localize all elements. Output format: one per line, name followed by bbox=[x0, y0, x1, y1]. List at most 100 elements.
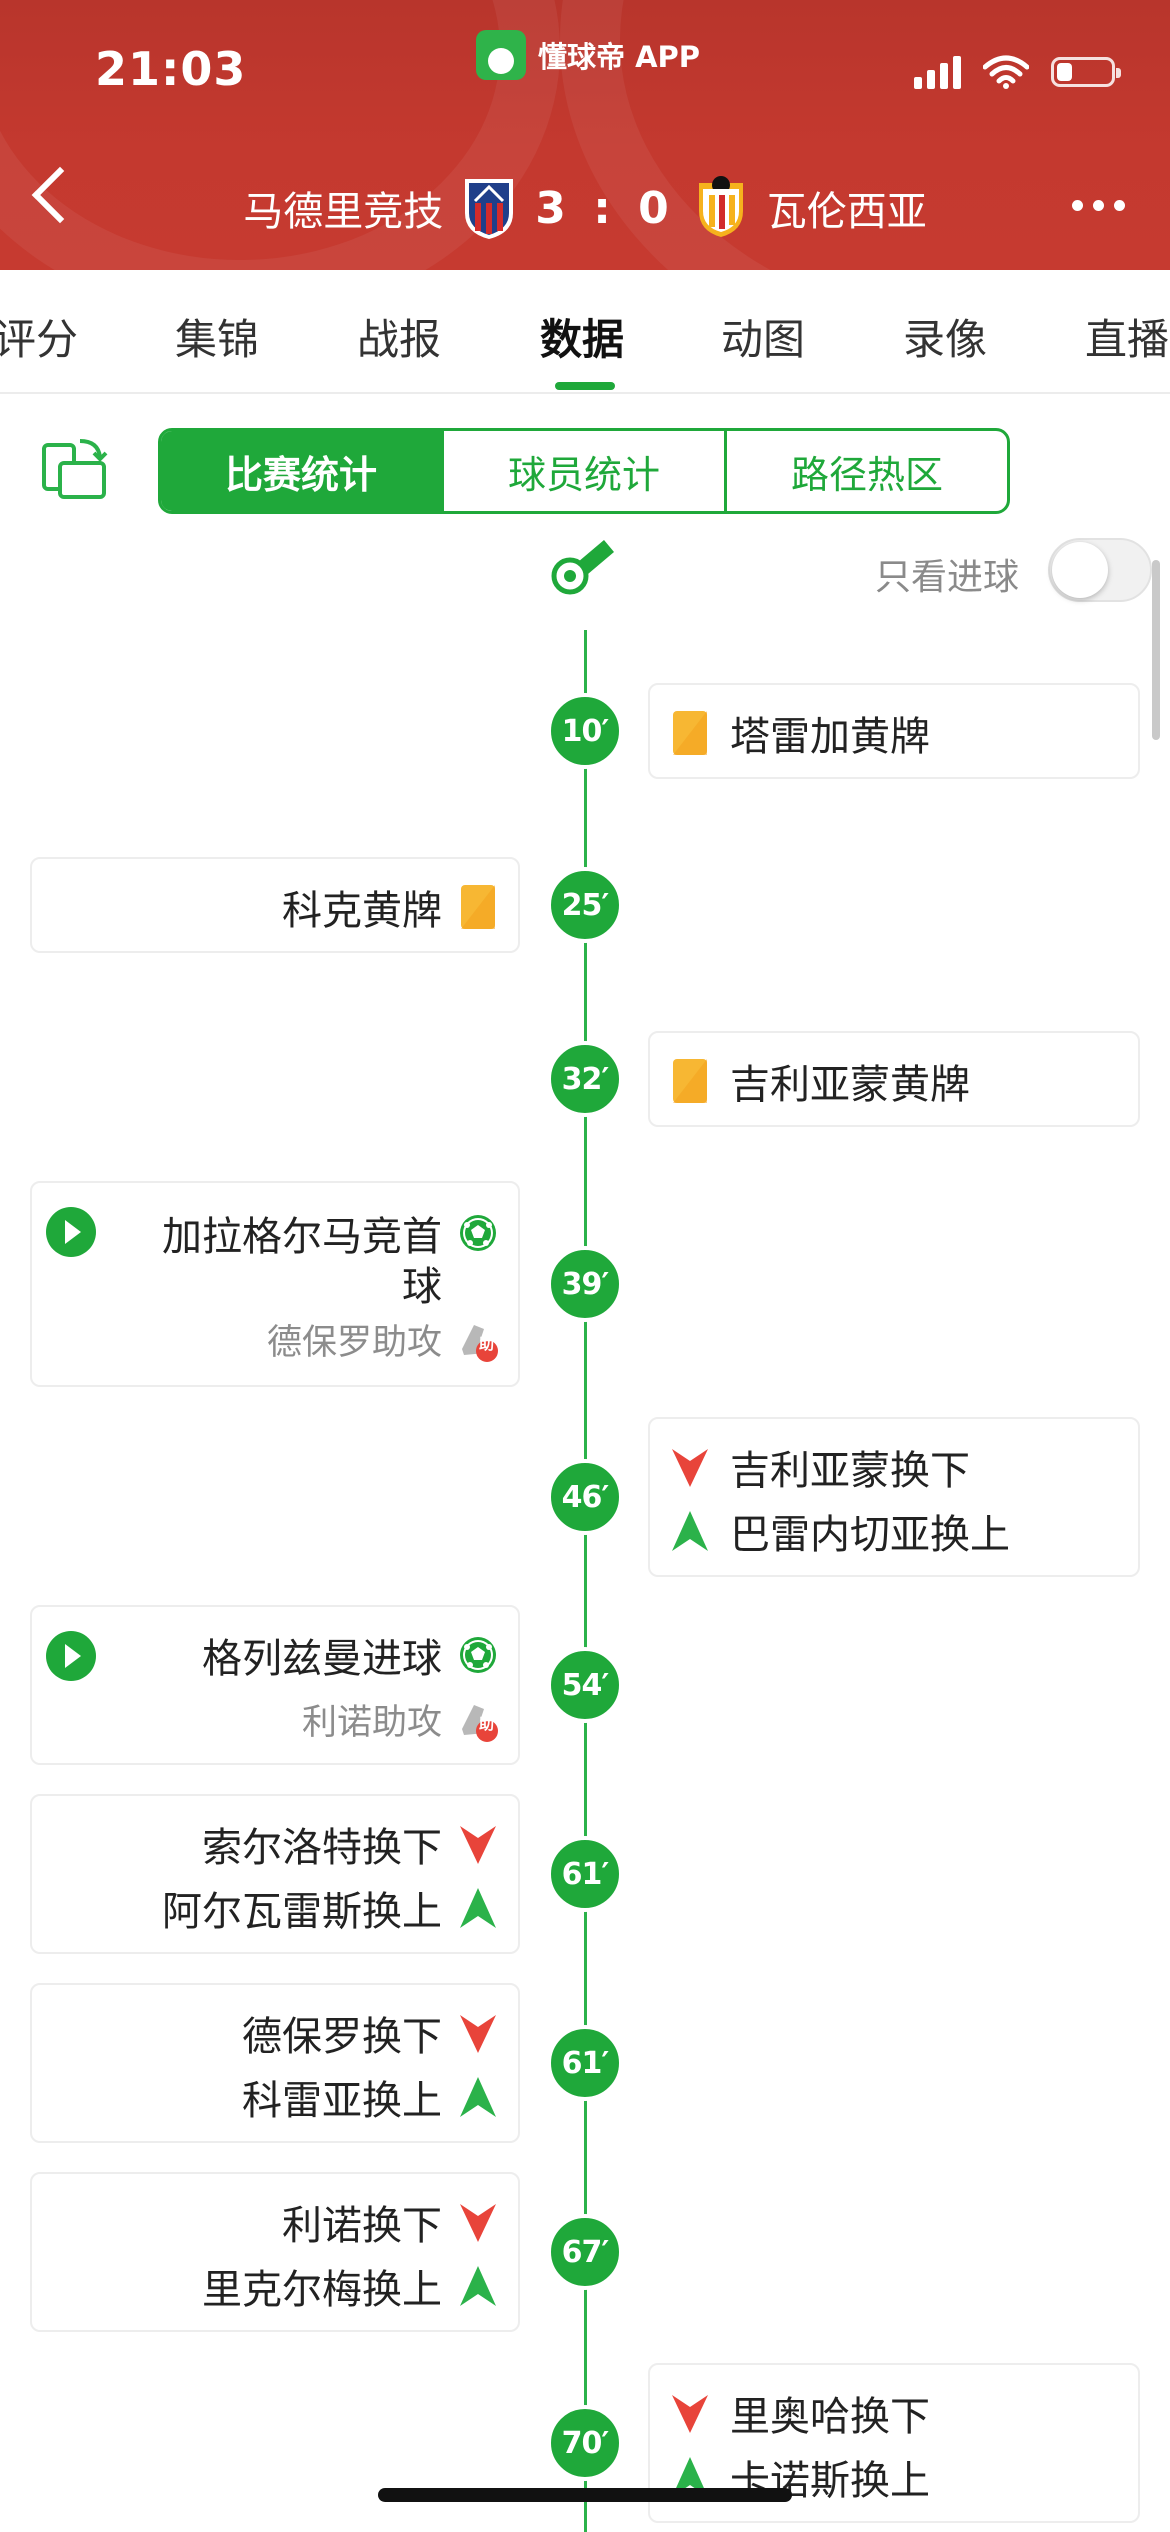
event-text: 球 bbox=[402, 1264, 442, 1310]
play-video-icon[interactable] bbox=[46, 1631, 96, 1681]
event-text: 吉利亚蒙换下 bbox=[730, 1448, 970, 1494]
event-card[interactable]: 索尔洛特换下阿尔瓦雷斯换上 bbox=[30, 1794, 520, 1954]
minute-marker: 67′ bbox=[547, 2214, 623, 2290]
atletico-crest-icon[interactable] bbox=[461, 175, 517, 241]
app-return-badge[interactable]: 懂球帝 APP bbox=[476, 30, 700, 80]
match-header: 21:03 懂球帝 APP 马德里竞技 bbox=[0, 0, 1170, 270]
minute-marker: 70′ bbox=[547, 2405, 623, 2481]
event-line: 球 bbox=[402, 1255, 498, 1311]
timeline-line bbox=[584, 630, 587, 2532]
active-tab-indicator bbox=[555, 382, 615, 390]
yellow-card-icon bbox=[673, 1059, 707, 1103]
play-video-icon[interactable] bbox=[46, 1207, 96, 1257]
event-text: 加拉格尔马竞首 bbox=[162, 1214, 442, 1260]
minute-marker: 54′ bbox=[547, 1647, 623, 1723]
event-card[interactable]: 科克黄牌 bbox=[30, 857, 520, 953]
segment-player-stats[interactable]: 球员统计 bbox=[444, 431, 727, 511]
score: 3 : 0 bbox=[535, 182, 675, 234]
more-icon[interactable] bbox=[1072, 200, 1125, 211]
tab-gifs[interactable]: 动图 bbox=[721, 315, 806, 364]
minute-marker: 10′ bbox=[547, 693, 623, 769]
event-line: 科克黄牌 bbox=[282, 879, 498, 935]
match-scoreline: 马德里竞技 3 : 0 瓦伦西亚 bbox=[0, 168, 1170, 248]
tab-replay[interactable]: 录像 bbox=[903, 315, 988, 364]
valencia-crest-icon[interactable] bbox=[693, 175, 749, 241]
event-text: 吉利亚蒙黄牌 bbox=[730, 1062, 970, 1108]
only-goals-toggle[interactable] bbox=[1048, 538, 1152, 602]
event-text: 格列兹曼进球 bbox=[202, 1636, 442, 1682]
assist-boot-icon bbox=[462, 1325, 498, 1362]
event-card[interactable]: 格列兹曼进球利诺助攻 助 bbox=[30, 1605, 520, 1765]
event-text: 科雷亚换上 bbox=[242, 2078, 442, 2124]
event-line: 吉利亚蒙黄牌 bbox=[670, 1053, 970, 1109]
minute-marker: 61′ bbox=[547, 1836, 623, 1912]
event-text: 塔雷加黄牌 bbox=[730, 714, 930, 760]
battery-icon bbox=[1051, 57, 1121, 87]
tab-report[interactable]: 战报 bbox=[357, 315, 442, 364]
minute-marker: 32′ bbox=[547, 1041, 623, 1117]
yellow-card-icon bbox=[461, 885, 495, 929]
event-card[interactable]: 德保罗换下科雷亚换上 bbox=[30, 1983, 520, 2143]
status-time: 21:03 bbox=[95, 42, 247, 96]
event-line: 科雷亚换上 bbox=[242, 2069, 498, 2125]
sub-in-icon bbox=[460, 2077, 496, 2117]
minute-marker: 39′ bbox=[547, 1246, 623, 1322]
away-team-name[interactable]: 瓦伦西亚 bbox=[766, 189, 927, 235]
event-line: 利诺换下 bbox=[282, 2194, 498, 2250]
sub-out-icon bbox=[460, 1826, 496, 1864]
event-card[interactable]: 加拉格尔马竞首球德保罗助攻助 bbox=[30, 1181, 520, 1387]
wifi-icon bbox=[983, 55, 1029, 89]
event-line: 加拉格尔马竞首 bbox=[162, 1205, 498, 1261]
event-card[interactable]: 吉利亚蒙黄牌 bbox=[648, 1031, 1140, 1127]
segment-match-stats[interactable]: 比赛统计 bbox=[161, 431, 444, 511]
sub-in-icon bbox=[460, 2266, 496, 2306]
event-text: 科克黄牌 bbox=[282, 888, 442, 934]
status-icons bbox=[914, 55, 1121, 89]
event-line: 格列兹曼进球 bbox=[202, 1627, 498, 1683]
event-text: 里奥哈换下 bbox=[730, 2394, 930, 2440]
event-assist-line: 利诺助攻 助 bbox=[302, 1691, 498, 1747]
sub-in-icon bbox=[672, 2457, 708, 2497]
event-text: 德保罗换下 bbox=[242, 2014, 442, 2060]
sub-out-icon bbox=[672, 1449, 708, 1487]
sub-out-icon bbox=[672, 2395, 708, 2433]
event-line: 吉利亚蒙换下 bbox=[670, 1439, 970, 1495]
event-line: 塔雷加黄牌 bbox=[670, 705, 930, 761]
event-text: 索尔洛特换下 bbox=[202, 1825, 442, 1871]
event-line: 索尔洛特换下 bbox=[202, 1816, 498, 1872]
goal-ball-icon bbox=[460, 1215, 496, 1251]
sub-in-icon bbox=[460, 1888, 496, 1928]
scrollbar[interactable] bbox=[1152, 560, 1160, 740]
event-line: 巴雷内切亚换上 bbox=[670, 1503, 1010, 1559]
tab-ratings[interactable]: 评分 bbox=[0, 315, 79, 364]
tab-live[interactable]: 直播 bbox=[1085, 315, 1170, 364]
home-indicator[interactable] bbox=[378, 2488, 792, 2502]
tab-highlights[interactable]: 集锦 bbox=[175, 315, 260, 364]
app-logo-icon bbox=[476, 30, 526, 80]
event-card[interactable]: 塔雷加黄牌 bbox=[648, 683, 1140, 779]
assist-badge: 助 bbox=[478, 1335, 494, 1353]
event-assist-line: 德保罗助攻助 bbox=[267, 1311, 498, 1367]
assist-badge: 助 bbox=[478, 1715, 494, 1733]
minute-marker: 61′ bbox=[547, 2025, 623, 2101]
stats-segmented-control: 比赛统计 球员统计 路径热区 bbox=[158, 428, 1010, 514]
event-card[interactable]: 吉利亚蒙换下巴雷内切亚换上 bbox=[648, 1417, 1140, 1577]
app-badge-label: 懂球帝 APP bbox=[538, 40, 701, 74]
event-text: 利诺助攻 bbox=[301, 1702, 442, 1743]
signal-icon bbox=[914, 55, 961, 89]
switch-view-icon[interactable] bbox=[40, 435, 110, 505]
event-line: 阿尔瓦雷斯换上 bbox=[162, 1880, 498, 1936]
event-line: 里克尔梅换上 bbox=[202, 2258, 498, 2314]
event-line: 里奥哈换下 bbox=[670, 2385, 930, 2441]
whistle-icon bbox=[551, 540, 614, 595]
event-text: 阿尔瓦雷斯换上 bbox=[162, 1889, 442, 1935]
only-goals-label: 只看进球 bbox=[875, 557, 1020, 598]
sub-in-icon bbox=[672, 1511, 708, 1551]
goal-ball-icon bbox=[460, 1637, 496, 1673]
home-team-name[interactable]: 马德里竞技 bbox=[243, 189, 444, 235]
event-card[interactable]: 利诺换下里克尔梅换上 bbox=[30, 2172, 520, 2332]
event-text: 里克尔梅换上 bbox=[202, 2267, 442, 2313]
segment-heatmap[interactable]: 路径热区 bbox=[790, 452, 943, 497]
tab-data[interactable]: 数据 bbox=[540, 315, 625, 364]
